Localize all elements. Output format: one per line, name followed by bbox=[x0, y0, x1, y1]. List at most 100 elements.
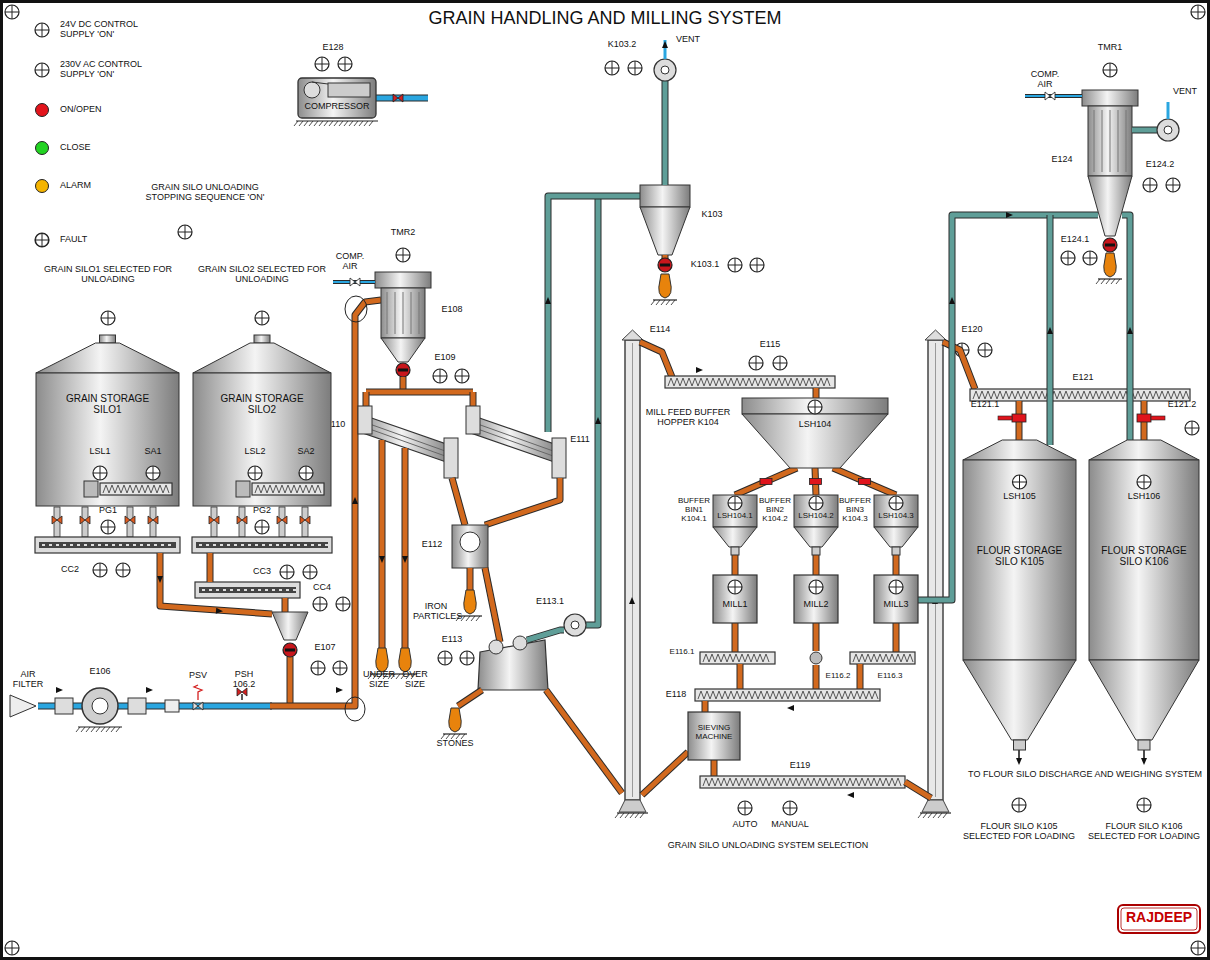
chain-conveyor bbox=[192, 537, 332, 553]
chute-connector-group bbox=[735, 555, 736, 575]
chain-link bbox=[258, 589, 261, 591]
indicator-cross bbox=[5, 941, 19, 955]
tag-label: K103.1 bbox=[691, 260, 720, 270]
elevator-casing bbox=[928, 340, 943, 800]
pipe-outline bbox=[527, 630, 564, 640]
indicator-lamp bbox=[1185, 421, 1199, 435]
tag-label: E121.2 bbox=[1168, 400, 1197, 410]
rotary-valve-bar bbox=[285, 649, 295, 652]
indicator-cross bbox=[460, 651, 474, 665]
indicator-lamp bbox=[605, 61, 619, 75]
indicator-cross bbox=[1191, 941, 1205, 955]
filter-bag bbox=[395, 292, 396, 334]
indicator-cross bbox=[338, 57, 352, 71]
indicator-cross bbox=[93, 466, 107, 480]
gate-actuator bbox=[1151, 416, 1165, 420]
node-title: LSH106 bbox=[1088, 492, 1200, 502]
pipe bbox=[288, 657, 293, 703]
gate-valve bbox=[1045, 92, 1055, 100]
indicator-cross bbox=[728, 580, 742, 594]
pipe bbox=[160, 553, 272, 614]
elevator-boot bbox=[922, 800, 949, 812]
discharge-bag bbox=[449, 708, 461, 732]
indicator-cross bbox=[35, 23, 49, 37]
indicator-cross bbox=[773, 356, 787, 370]
pipe bbox=[858, 664, 863, 689]
chain-link bbox=[244, 589, 247, 591]
pipe bbox=[586, 196, 598, 625]
pipe-outline bbox=[282, 598, 289, 612]
fan-housing bbox=[654, 59, 676, 81]
rotary-feeder bbox=[810, 652, 822, 664]
tag-label: E115 bbox=[760, 340, 780, 350]
pipe-outline bbox=[943, 342, 975, 389]
chute-outline bbox=[833, 468, 896, 495]
flow-arrow bbox=[146, 687, 153, 693]
vent-pipe bbox=[1167, 102, 1170, 119]
screw-conveyor bbox=[100, 483, 172, 495]
node-outline bbox=[1088, 440, 1200, 750]
chain-link bbox=[311, 544, 314, 546]
indicator-lamp bbox=[728, 496, 742, 510]
chain-link bbox=[318, 544, 321, 546]
indicator-lamp bbox=[773, 356, 787, 370]
indicator-cross bbox=[35, 63, 49, 77]
tag-label: VENT bbox=[676, 35, 700, 45]
chute bbox=[833, 468, 896, 495]
pipe bbox=[208, 553, 213, 582]
node-text: FLOUR STORAGE SILO K105 bbox=[972, 545, 1067, 567]
indicator-lamp bbox=[333, 661, 347, 675]
chain-link bbox=[220, 544, 223, 546]
ground-hatch bbox=[76, 727, 120, 732]
buffer-bin: BUFFER BIN3 K104.3LSH104.3 bbox=[838, 495, 918, 555]
indicator-lamp bbox=[738, 801, 752, 815]
rotary-valve-bar bbox=[398, 369, 408, 372]
node-title: RAJDEEP bbox=[1118, 910, 1200, 925]
chain-link bbox=[206, 544, 209, 546]
indicator-lamp bbox=[303, 565, 317, 579]
tag-label: FLOUR SILO K106 SELECTED FOR LOADING bbox=[1084, 822, 1204, 842]
pipe-outline bbox=[546, 690, 622, 793]
indicator-lamp bbox=[1061, 251, 1075, 265]
node-title: MILL FEED BUFFER HOPPER K104 bbox=[640, 408, 736, 428]
node-outline bbox=[298, 78, 376, 118]
check-valve bbox=[165, 700, 179, 712]
rotary-valve bbox=[283, 643, 297, 657]
pipe bbox=[663, 81, 668, 185]
indicator-cross bbox=[750, 258, 764, 272]
flow-arrow bbox=[1016, 758, 1022, 765]
chain-link bbox=[105, 544, 108, 546]
tag-label: OVER SIZE bbox=[400, 670, 430, 690]
elevator-belt bbox=[632, 343, 633, 797]
indicator-cross bbox=[1083, 251, 1097, 265]
chain-link bbox=[126, 544, 129, 546]
fan-impeller bbox=[1164, 126, 1172, 134]
tag-label: UNDER SIZE bbox=[362, 670, 396, 690]
pipe bbox=[458, 690, 482, 706]
gate-valve bbox=[300, 516, 310, 524]
pipe bbox=[703, 701, 708, 712]
slide-gate bbox=[1137, 414, 1151, 422]
chute bbox=[733, 555, 738, 575]
node-text: LSH104.2 bbox=[794, 512, 838, 521]
filter-header bbox=[1082, 90, 1138, 106]
pipe-outline bbox=[458, 690, 482, 706]
motor bbox=[128, 698, 146, 714]
node-outline bbox=[713, 575, 757, 623]
chain-link bbox=[227, 544, 230, 546]
highlight-ring bbox=[345, 697, 365, 721]
mill-body bbox=[794, 575, 838, 623]
chain-link bbox=[304, 544, 307, 546]
chain-link bbox=[154, 544, 157, 546]
chute-connector-group bbox=[816, 555, 817, 575]
pipe-outline bbox=[160, 553, 272, 614]
elevator-head bbox=[925, 330, 946, 340]
chain-link bbox=[251, 589, 254, 591]
pipe bbox=[733, 623, 738, 652]
gate-valve bbox=[350, 278, 360, 286]
legend-swatch bbox=[35, 103, 49, 117]
indicator-lamp bbox=[338, 57, 352, 71]
chain-link bbox=[276, 544, 279, 546]
title: GRAIN HANDLING AND MILLING SYSTEM bbox=[0, 8, 1210, 29]
pipe-outline bbox=[1122, 215, 1130, 441]
